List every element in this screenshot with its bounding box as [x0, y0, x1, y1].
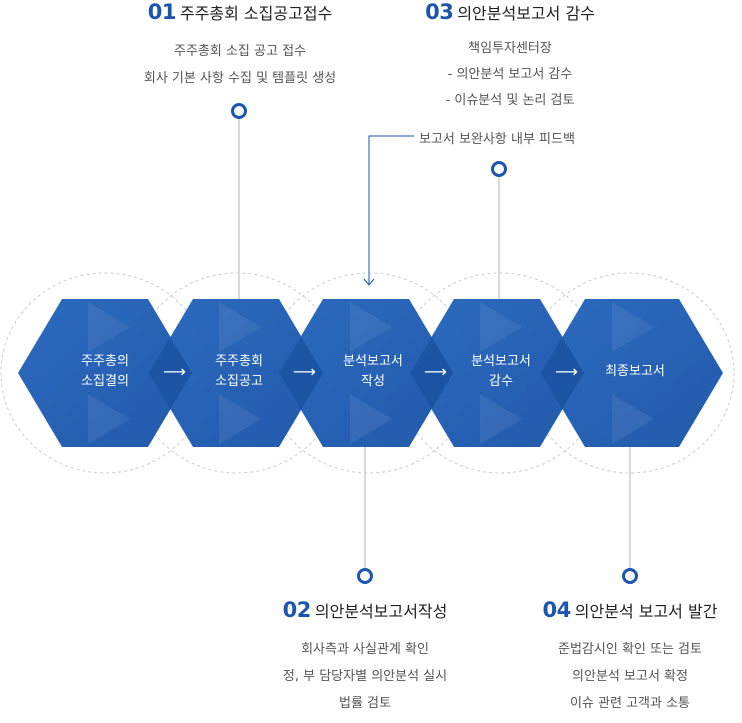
step-02-line-1: 회사측과 사실관계 확인 — [301, 642, 429, 657]
step-01-title: 주주총회 소집공고접수 — [179, 4, 333, 23]
flow-arrow-2: ⟶ — [293, 362, 316, 381]
hex-label-5: 최종보고서 — [605, 364, 665, 379]
step-04-title: 의안분석 보고서 발간 — [574, 602, 718, 621]
step-03-title: 의안분석보고서 감수 — [457, 4, 595, 23]
step-03-line-3: - 이슈분석 및 논리 검토 — [445, 93, 575, 108]
node-dot-04 — [622, 568, 638, 584]
step-02-title: 의안분석보고서작성 — [314, 602, 448, 621]
step-04-number: 04 — [542, 598, 572, 622]
hexagons — [18, 299, 723, 447]
hex-1 — [18, 299, 192, 447]
step-01-line-1: 주주총회 소집 공고 접수 — [174, 44, 306, 59]
step-01-number: 01 — [147, 0, 177, 24]
flow-arrow-1: ⟶ — [163, 362, 186, 381]
step-04-line-1: 준법감시인 확인 또는 검토 — [558, 642, 702, 657]
feedback-arrow-line — [368, 135, 414, 284]
step-02-line-3: 법률 검토 — [339, 696, 391, 711]
step-04-line-2: 의안분석 보고서 확정 — [572, 669, 688, 684]
hex-4 — [410, 299, 584, 447]
step-03-line-2: - 의안분석 보고서 감수 — [447, 67, 573, 82]
step-01-line-2: 회사 기본 사항 수집 및 템플릿 생성 — [143, 71, 337, 86]
feedback-arrow-head — [363, 278, 375, 286]
node-dot-01 — [231, 103, 247, 119]
step-02-number: 02 — [282, 598, 312, 622]
hex-5 — [541, 299, 723, 447]
feedback-label: 보고서 보완사항 내부 피드백 — [419, 132, 575, 147]
node-dot-03 — [491, 161, 507, 177]
flow-arrow-4: ⟶ — [555, 362, 578, 381]
node-dot-02 — [357, 568, 373, 584]
step-03-line-1: 책임투자센터장 — [468, 41, 552, 56]
hex-3 — [279, 299, 453, 447]
step-02-line-2: 정, 부 담당자별 의안분석 실시 — [282, 669, 448, 684]
step-04-line-3: 이슈 관련 고객과 소통 — [569, 696, 691, 711]
flow-arrow-3: ⟶ — [424, 362, 447, 381]
hex-2 — [149, 299, 323, 447]
step-03-number: 03 — [425, 0, 454, 24]
